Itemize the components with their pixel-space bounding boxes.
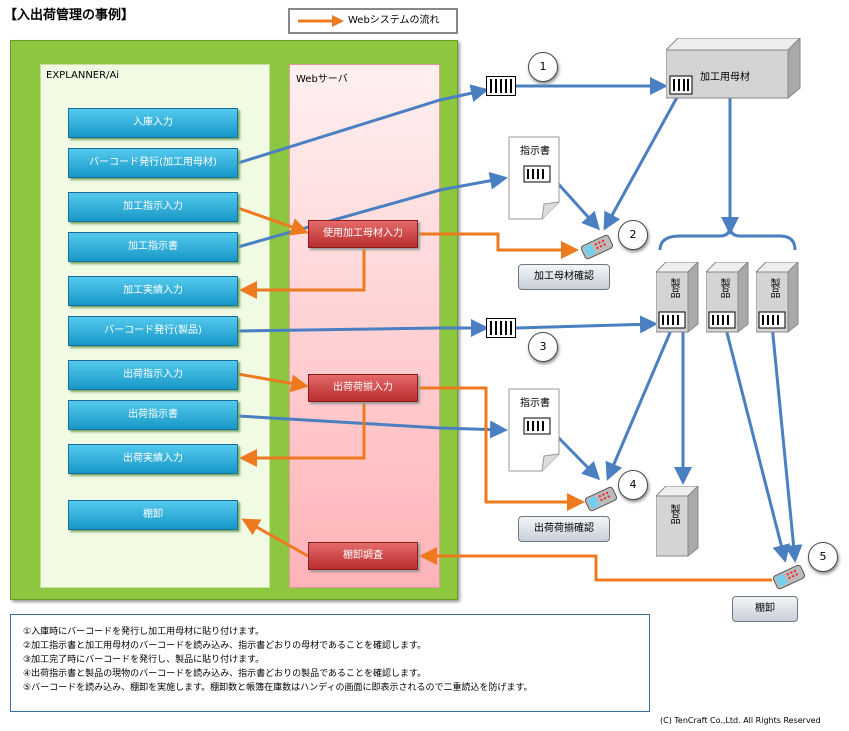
step-marker: 1 bbox=[528, 52, 558, 82]
product-box-icon bbox=[656, 262, 699, 334]
processing-instruction-entry-button[interactable]: 加工指示入力 bbox=[68, 192, 238, 222]
note-line: ⑤バーコードを読み込み、棚卸を実施します。棚卸数と帳簿在庫数はハンディの画面に即… bbox=[23, 683, 533, 693]
processing-instruction-sheet-button[interactable]: 加工指示書 bbox=[68, 232, 238, 262]
handheld-scanner-icon bbox=[580, 234, 614, 260]
note-line: ①入庫時にバーコードを発行し加工用母材に貼り付けます。 bbox=[23, 627, 265, 637]
step-marker: 4 bbox=[618, 470, 648, 500]
notes-box: ①入庫時にバーコードを発行し加工用母材に貼り付けます。 ②加工指示書と加工用母材… bbox=[10, 614, 650, 712]
inventory-check-button[interactable]: 棚卸調査 bbox=[308, 542, 418, 570]
product-box-icon bbox=[656, 486, 699, 558]
explanner-label: EXPLANNER/Ai bbox=[46, 70, 120, 81]
legend-label: Webシステムの流れ bbox=[348, 15, 440, 26]
product-label: 製品 bbox=[668, 278, 679, 298]
shipping-result-entry-button[interactable]: 出荷実績入力 bbox=[68, 444, 238, 474]
barcode-icon bbox=[486, 318, 516, 338]
product-box-icon bbox=[706, 262, 749, 334]
webserver-label: Webサーバ bbox=[296, 74, 348, 85]
raw-material-label: 加工用母材 bbox=[700, 72, 750, 83]
copyright: (C) TenCraft Co.,Ltd. All Rights Reserve… bbox=[660, 716, 821, 725]
step-marker: 5 bbox=[808, 542, 838, 572]
receiving-entry-button[interactable]: 入庫入力 bbox=[68, 108, 238, 138]
shipping-instruction-entry-button[interactable]: 出荷指示入力 bbox=[68, 360, 238, 390]
document-icon bbox=[508, 388, 560, 472]
inventory-button[interactable]: 棚卸 bbox=[68, 500, 238, 530]
page-title: 【入出荷管理の事例】 bbox=[4, 8, 135, 23]
document-label: 指示書 bbox=[520, 398, 550, 409]
document-label: 指示書 bbox=[520, 146, 550, 157]
barcode-icon bbox=[486, 76, 516, 96]
barcode-product-button[interactable]: バーコード発行(製品) bbox=[68, 316, 238, 346]
product-label: 製品 bbox=[668, 504, 679, 524]
used-material-entry-button[interactable]: 使用加工母材入力 bbox=[308, 220, 418, 248]
raw-material-box-icon bbox=[666, 38, 801, 100]
barcode-raw-material-button[interactable]: バーコード発行(加工用母材) bbox=[68, 148, 238, 178]
note-line: ②加工指示書と加工用母材のバーコードを読み込み、指示書どおりの母材であることを確… bbox=[23, 641, 427, 651]
shipping-instruction-sheet-button[interactable]: 出荷指示書 bbox=[68, 400, 238, 430]
step-marker: 2 bbox=[618, 220, 648, 250]
webserver-panel bbox=[289, 64, 440, 588]
inventory-confirm-button[interactable]: 棚卸 bbox=[732, 596, 798, 622]
processing-result-entry-button[interactable]: 加工実績入力 bbox=[68, 276, 238, 306]
handheld-scanner-icon bbox=[584, 486, 618, 512]
note-line: ④出荷指示書と製品の現物のバーコードを読み込み、指示書どおりの製品であることを確… bbox=[23, 669, 427, 679]
product-label: 製品 bbox=[718, 278, 729, 298]
legend-arrow-icon bbox=[298, 15, 344, 27]
shipping-confirm-button[interactable]: 出荷荷揃確認 bbox=[518, 516, 610, 542]
product-label: 製品 bbox=[768, 278, 779, 298]
shipping-assembly-entry-button[interactable]: 出荷荷揃入力 bbox=[308, 374, 418, 402]
handheld-scanner-icon bbox=[772, 564, 806, 590]
material-confirm-button[interactable]: 加工母材確認 bbox=[518, 264, 610, 290]
product-box-icon bbox=[756, 262, 799, 334]
document-icon bbox=[508, 136, 560, 220]
step-marker: 3 bbox=[528, 332, 558, 362]
note-line: ③加工完了時にバーコードを発行し、製品に貼り付けます。 bbox=[23, 655, 265, 665]
